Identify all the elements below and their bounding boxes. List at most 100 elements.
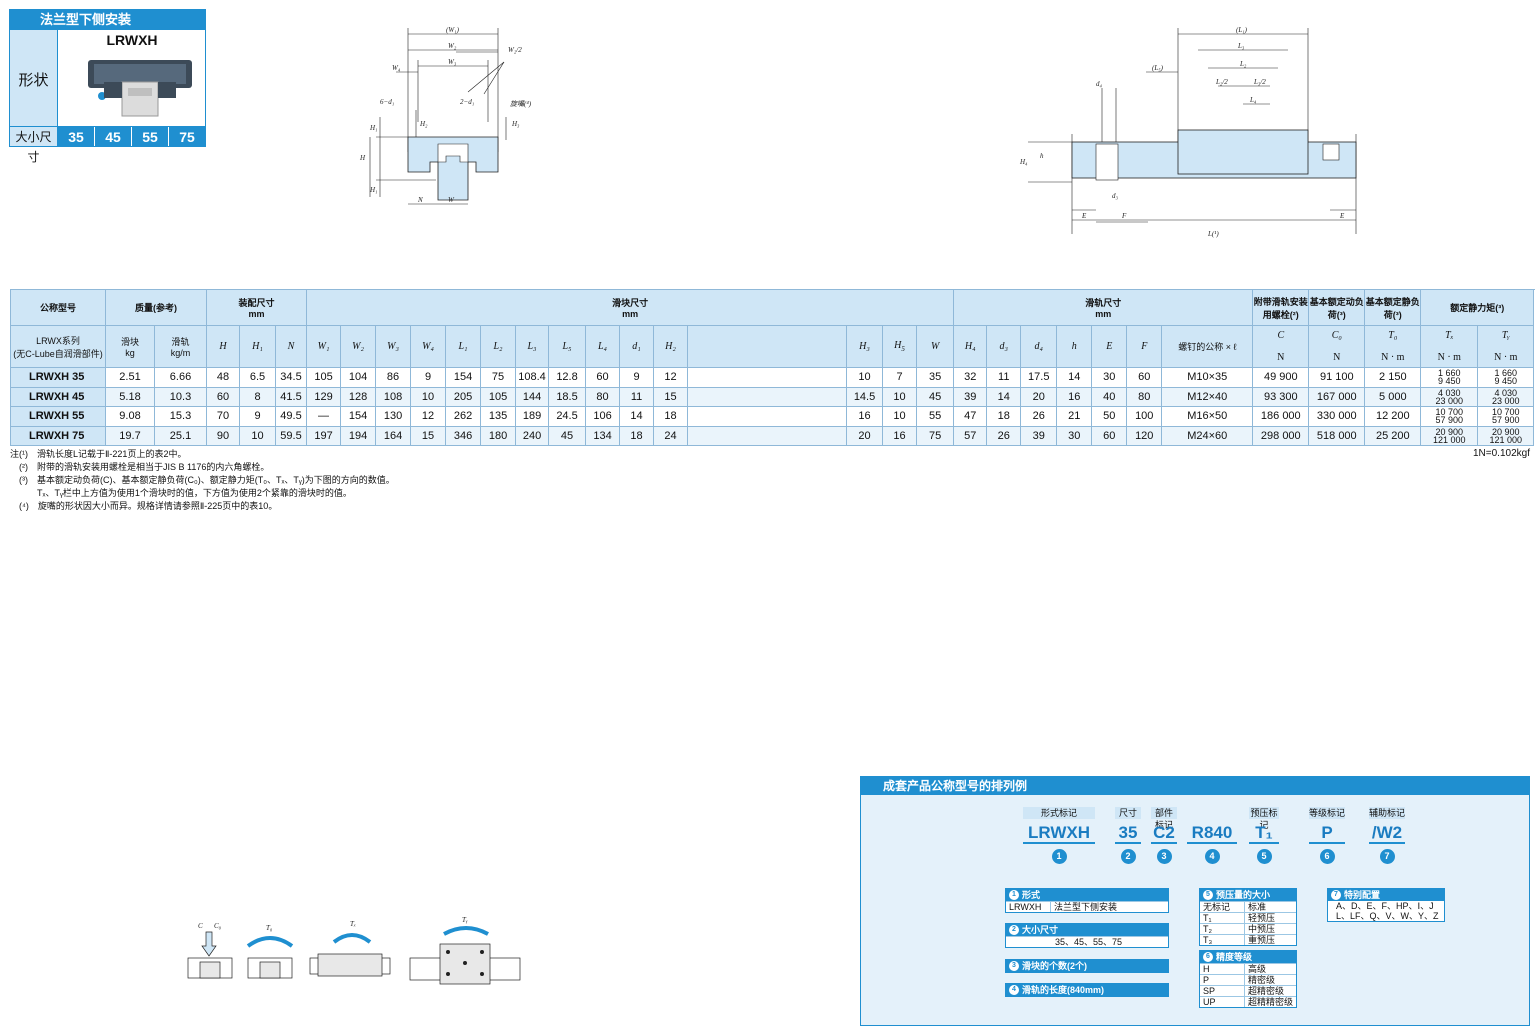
cell-h3: 14.5 <box>846 386 884 407</box>
th-c0: 基本额定静负荷(³) <box>1364 289 1422 326</box>
n-label: N <box>417 196 423 204</box>
cell-l1: 262 <box>445 406 482 427</box>
th-c: 基本额定动负荷(³) <box>1308 289 1366 326</box>
cell-l5: 45 <box>548 425 587 446</box>
cell-massrail: 25.1 <box>154 425 207 446</box>
cell-h4: 47 <box>953 406 988 427</box>
th-series: LRWX系列(无C-Lube自润滑部件) <box>10 325 106 368</box>
cell-bolt: M12×40 <box>1161 386 1254 407</box>
cell-h: 48 <box>206 367 240 388</box>
cell-l3: 108.4 <box>515 367 550 388</box>
ordering-title: 成套产品公称型号的排列例 <box>861 777 1529 795</box>
product-type-title: 法兰型下侧安装 <box>10 10 205 30</box>
note-3b: Tₓ、Tᵧ栏中上方值为使用1个滑块时的值，下方值为使用2个紧靠的滑块时的值。 <box>10 488 352 498</box>
h1b-label: H₁ <box>369 186 378 194</box>
cell-n: 41.5 <box>274 386 308 407</box>
cell-w1: 105 <box>306 367 342 388</box>
cell-w2: 194 <box>340 425 377 446</box>
cell-massrail: 6.66 <box>154 367 207 388</box>
cell-h1: 9 <box>239 406 276 427</box>
h3-label: H₃ <box>511 120 520 128</box>
cell-blank <box>687 367 848 388</box>
cell-e: 60 <box>1091 425 1128 446</box>
cell-w3: 164 <box>375 425 412 446</box>
product-model: LRWXH <box>106 32 158 48</box>
l2-half-label: L₂/2 <box>1215 78 1228 86</box>
cell-bolt: M16×50 <box>1161 406 1254 427</box>
cell-n: 49.5 <box>274 406 308 427</box>
cell-l3: 240 <box>515 425 550 446</box>
th-bolt-size: 螺钉的公称 × ℓ <box>1161 325 1254 368</box>
cell-d3: 11 <box>986 367 1022 388</box>
h2-label: H₂ <box>419 120 428 128</box>
th-W4: W₄ <box>410 325 447 368</box>
l4-label: L₄ <box>1249 96 1257 104</box>
cell-massblock: 19.7 <box>105 425 155 446</box>
size-45: 45 <box>95 127 132 146</box>
th-L3: L₃ <box>515 325 550 368</box>
cell-d3: 26 <box>986 425 1022 446</box>
cell-d3: 14 <box>986 386 1022 407</box>
front-view-drawing: (W₁) W₂ W₃ W₄ W₂/2 6−d₁ 2−d₁ 旋嘴(⁴) H H₁ … <box>359 26 532 205</box>
cell-n: 59.5 <box>274 425 308 446</box>
cell-massblock: 2.51 <box>105 367 155 388</box>
th-E: E <box>1091 325 1128 368</box>
th-d4: d₄ <box>1020 325 1058 368</box>
notes: 注(¹) 滑轨长度L记载于Ⅱ-221页上的表2中。 (²) 附带的滑轨安装用螺栓… <box>10 448 395 513</box>
product-box: 法兰型下侧安装 形状 LRWXH 大小尺寸 35 45 55 75 <box>9 9 206 164</box>
h4-label: H₄ <box>1019 158 1028 166</box>
cell-h: 21 <box>1056 406 1093 427</box>
th-mass: 质量(参考) <box>105 289 207 326</box>
model-cell: LRWXH 55 <box>10 406 106 427</box>
cell-h1: 10 <box>239 425 276 446</box>
cell-l4: 80 <box>585 386 621 407</box>
th-model: 公称型号 <box>10 289 106 326</box>
cell-w3: 130 <box>375 406 412 427</box>
size-55: 55 <box>132 127 169 146</box>
six-d1-label: 6−d₁ <box>380 98 394 106</box>
moment-diagrams: C C₀ T₀ Tₓ Tᵧ <box>187 916 521 985</box>
cell-e: 40 <box>1091 386 1128 407</box>
cell-l5: 18.5 <box>548 386 587 407</box>
cell-w1: 129 <box>306 386 342 407</box>
cell-l4: 134 <box>585 425 621 446</box>
cell-c: 93 300 <box>1252 386 1310 407</box>
th-H1: H₁ <box>239 325 276 368</box>
cell-h5: 7 <box>882 367 918 388</box>
cell-c: 298 000 <box>1252 425 1310 446</box>
cell-w1: — <box>306 406 342 427</box>
note-2: (²) 附带的滑轨安装用螺栓是相当于JIS B 1176的内六角螺栓。 <box>10 462 270 472</box>
cell-h2: 15 <box>653 386 689 407</box>
th-bolt: 附带滑轨安装用螺栓(²) <box>1252 289 1310 326</box>
cell-l2: 135 <box>480 406 517 427</box>
note-3: (³) 基本额定动负荷(C)、基本额定静负荷(C₀)、额定静力矩(T₀、Tₓ、T… <box>10 475 395 485</box>
cell-l2: 105 <box>480 386 517 407</box>
cell-l5: 12.8 <box>548 367 587 388</box>
cell-w2: 154 <box>340 406 377 427</box>
cell-c0: 330 000 <box>1308 406 1366 427</box>
h1-label: H₁ <box>369 124 378 132</box>
cell-h2: 24 <box>653 425 689 446</box>
cell-h: 70 <box>206 406 240 427</box>
cell-l2: 75 <box>480 367 517 388</box>
cell-h: 60 <box>206 386 240 407</box>
cell-t0: 12 200 <box>1364 406 1422 427</box>
cell-h2: 18 <box>653 406 689 427</box>
cell-d4: 20 <box>1020 386 1058 407</box>
size-label: 大小尺寸 <box>10 127 58 164</box>
